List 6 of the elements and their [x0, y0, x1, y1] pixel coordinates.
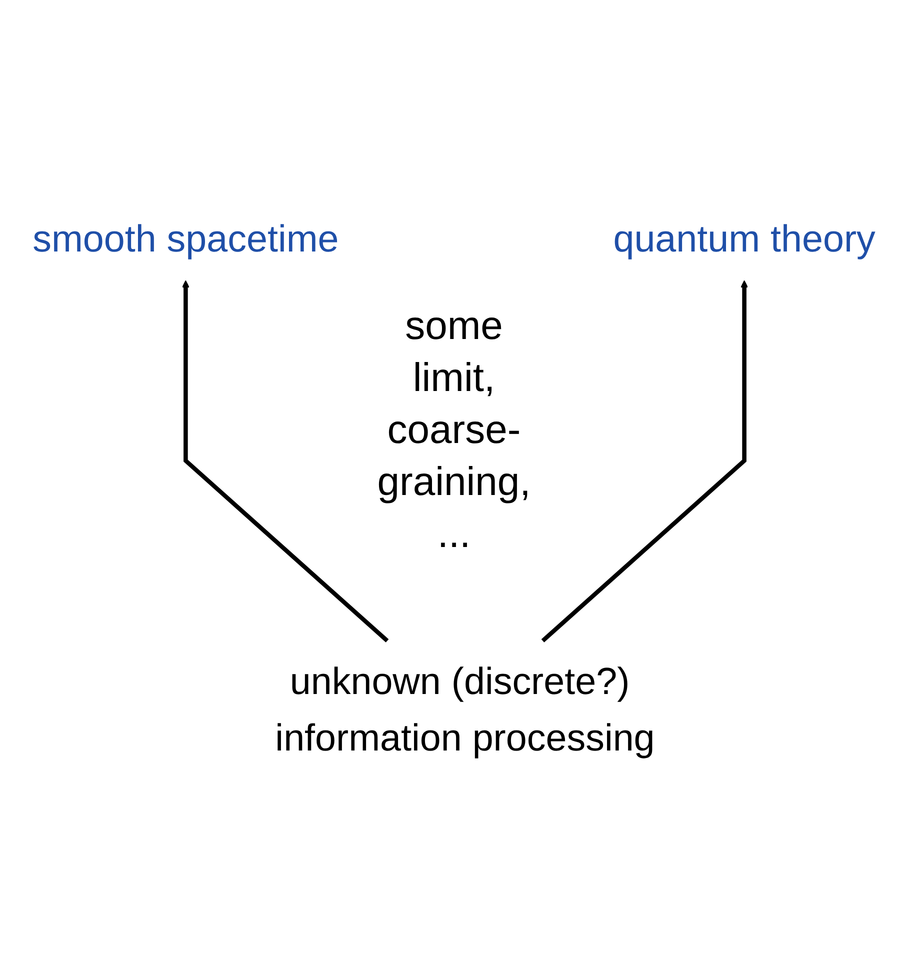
arrow	[182, 280, 389, 642]
node-text: unknown (discrete?) information processing	[275, 660, 655, 760]
arrow	[541, 280, 748, 642]
annotation-text: some limit, coarse-graining, ...	[376, 303, 532, 558]
node-text: quantum theory	[613, 218, 876, 260]
node-text: smooth spacetime	[32, 218, 339, 260]
